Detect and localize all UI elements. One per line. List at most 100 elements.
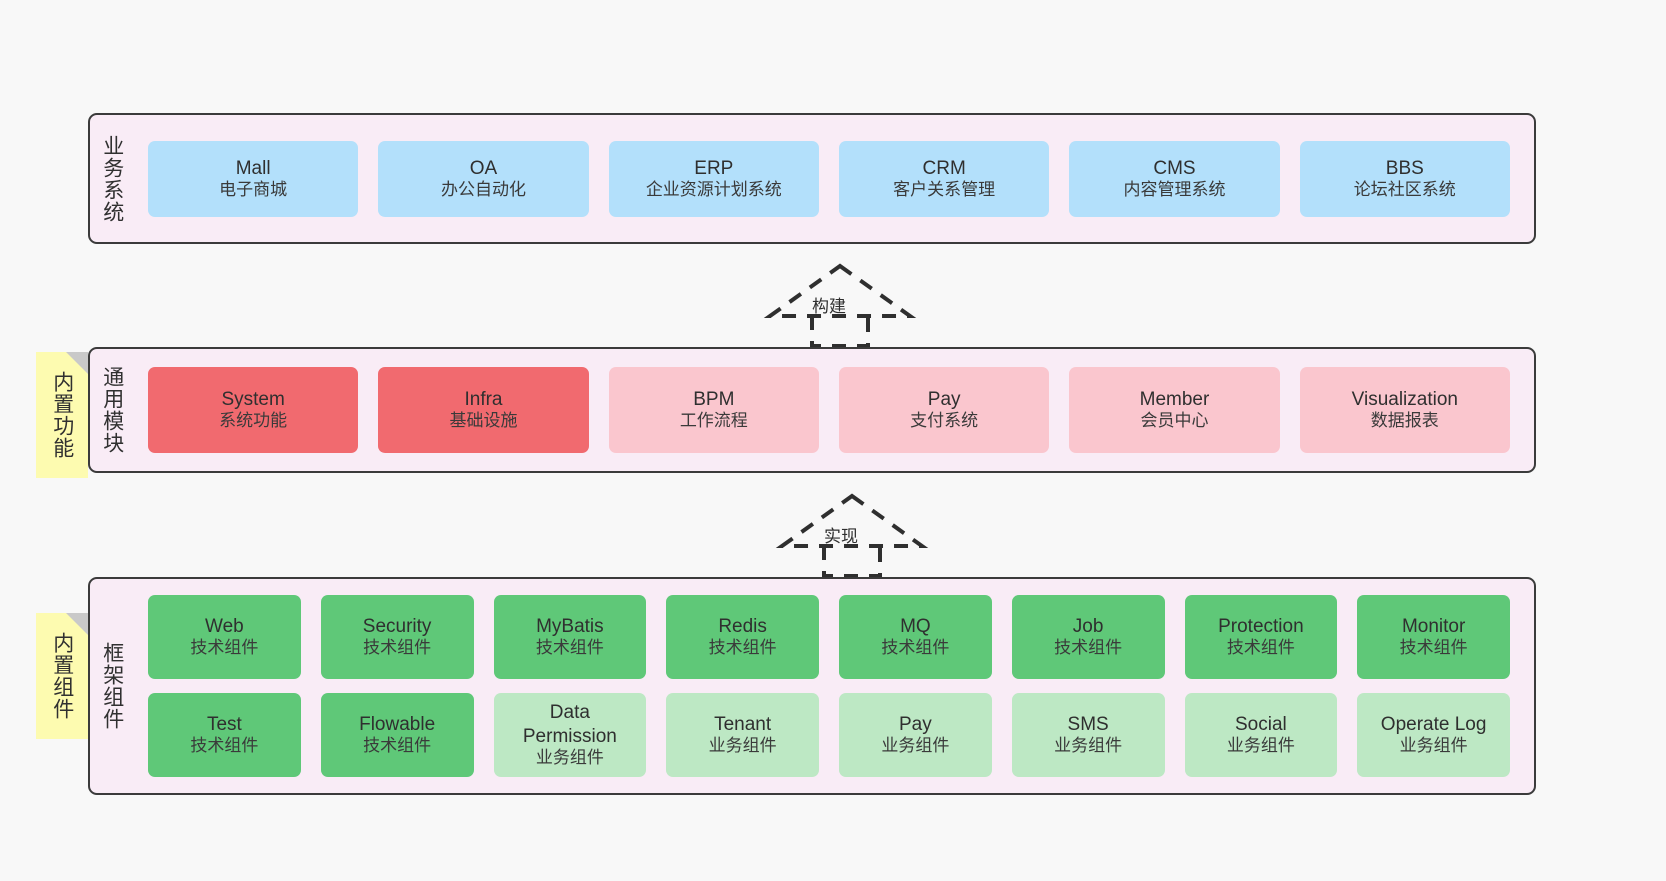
connector-implement-label: 实现 [824,527,858,546]
card-row: System 系统功能 Infra 基础设施 BPM 工作流程 Pay 支付系统… [138,367,1520,453]
card-title: Member [1139,389,1210,411]
card-subtitle: 技术组件 [881,638,950,658]
card-subtitle: 业务组件 [1399,736,1468,756]
card-subtitle: 技术组件 [1226,638,1295,658]
card-title: Infra [464,389,503,411]
card-subtitle: 客户关系管理 [893,179,996,199]
card-title: SMS [1067,714,1109,736]
note-label: 内置功能 [50,371,74,459]
card-title: Job [1072,616,1104,638]
card-member[interactable]: Member 会员中心 [1069,367,1280,453]
card-title: Pay [927,389,961,411]
card-flowable[interactable]: Flowable 技术组件 [320,693,474,777]
note-fold-corner [66,613,88,635]
card-subtitle: 技术组件 [1399,638,1468,658]
card-subtitle: 企业资源计划系统 [645,179,782,199]
card-subtitle: 数据报表 [1370,411,1439,431]
card-row: Test 技术组件 Flowable 技术组件 Data Permission … [138,693,1520,777]
layer-common-modules: 通用模块 System 系统功能 Infra 基础设施 BPM 工作流程 Pay… [88,347,1536,473]
card-cms[interactable]: CMS 内容管理系统 [1069,140,1280,217]
layer-framework-components: 框架组件 Web 技术组件 Security 技术组件 MyBatis 技术组件… [88,577,1536,795]
card-monitor[interactable]: Monitor 技术组件 [1357,595,1510,679]
card-system[interactable]: System 系统功能 [148,367,359,453]
card-title: Mall [235,157,271,179]
layer-body-business: Mall 电子商城 OA 办公自动化 ERP 企业资源计划系统 CRM 客户关系… [134,115,1534,242]
card-title: Tenant [714,714,772,736]
arrow-shaft [822,546,882,578]
note-builtin-components: 内置组件 [36,613,88,739]
card-subtitle: 业务组件 [535,747,604,767]
card-subtitle: 支付系统 [910,411,979,431]
note-builtin-features: 内置功能 [36,352,88,478]
card-subtitle: 技术组件 [190,736,259,756]
card-subtitle: 系统功能 [219,411,288,431]
card-erp[interactable]: ERP 企业资源计划系统 [608,140,819,217]
card-operate-log[interactable]: Operate Log 业务组件 [1357,693,1510,777]
card-title: MyBatis [536,616,604,638]
card-protection[interactable]: Protection 技术组件 [1184,595,1338,679]
card-subtitle: 业务组件 [1054,736,1123,756]
arrow-head-triangle [775,493,929,548]
card-mall[interactable]: Mall 电子商城 [148,140,359,217]
card-tenant[interactable]: Tenant 业务组件 [666,693,819,777]
card-title: MQ [900,616,931,638]
card-crm[interactable]: CRM 客户关系管理 [838,140,1050,217]
card-infra[interactable]: Infra 基础设施 [378,367,589,453]
card-pay-module[interactable]: Pay 支付系统 [838,367,1050,453]
card-subtitle: 业务组件 [881,736,950,756]
card-subtitle: 论坛社区系统 [1353,179,1456,199]
arrow-shaft [810,316,870,348]
layer-business-systems: 业务系统 Mall 电子商城 OA 办公自动化 ERP 企业资源计划系统 CRM… [88,113,1536,244]
note-fold-corner [66,352,88,374]
card-subtitle: 办公自动化 [440,179,526,199]
card-title: Social [1235,714,1287,736]
card-title: Protection [1218,616,1304,638]
card-subtitle: 技术组件 [363,638,432,658]
card-test[interactable]: Test 技术组件 [148,693,301,777]
card-job[interactable]: Job 技术组件 [1011,595,1165,679]
card-subtitle: 内容管理系统 [1123,179,1226,199]
connector-build: 构建 [760,262,920,348]
card-title: BPM [693,389,735,411]
card-bbs[interactable]: BBS 论坛社区系统 [1299,140,1510,217]
card-title: BBS [1385,157,1424,179]
card-title: ERP [694,157,734,179]
card-subtitle: 基础设施 [449,411,518,431]
card-redis[interactable]: Redis 技术组件 [666,595,819,679]
card-sms[interactable]: SMS 业务组件 [1011,693,1165,777]
card-subtitle: 技术组件 [1054,638,1123,658]
card-title: Security [362,616,432,638]
card-title: OA [469,157,498,179]
card-web[interactable]: Web 技术组件 [148,595,301,679]
layer-title-business: 业务系统 [100,134,124,223]
card-mq[interactable]: MQ 技术组件 [839,595,992,679]
card-subtitle: 会员中心 [1140,411,1209,431]
card-bpm[interactable]: BPM 工作流程 [608,367,819,453]
connector-implement: 实现 [772,492,932,578]
card-title: Monitor [1401,616,1466,638]
card-subtitle: 技术组件 [708,638,777,658]
card-title: Data Permission [522,702,617,747]
card-visualization[interactable]: Visualization 数据报表 [1299,367,1510,453]
card-mybatis[interactable]: MyBatis 技术组件 [493,595,647,679]
card-title: Pay [899,714,932,736]
card-row: Web 技术组件 Security 技术组件 MyBatis 技术组件 Redi… [138,595,1520,679]
card-subtitle: 业务组件 [708,736,777,756]
card-title: System [221,389,285,411]
card-title: CRM [922,157,966,179]
card-social[interactable]: Social 业务组件 [1184,693,1338,777]
card-title: Web [205,616,244,638]
card-subtitle: 电子商城 [219,179,288,199]
card-security[interactable]: Security 技术组件 [320,595,474,679]
layer-body-framework: Web 技术组件 Security 技术组件 MyBatis 技术组件 Redi… [134,579,1534,793]
layer-title-common: 通用模块 [100,366,124,454]
note-label: 内置组件 [50,632,74,720]
card-pay-component[interactable]: Pay 业务组件 [839,693,992,777]
card-subtitle: 技术组件 [535,638,604,658]
layer-title-framework: 框架组件 [100,642,124,730]
arrow-head-triangle [763,263,917,318]
card-title: Visualization [1351,389,1458,411]
card-data-permission[interactable]: Data Permission 业务组件 [493,693,647,777]
card-oa[interactable]: OA 办公自动化 [378,140,589,217]
